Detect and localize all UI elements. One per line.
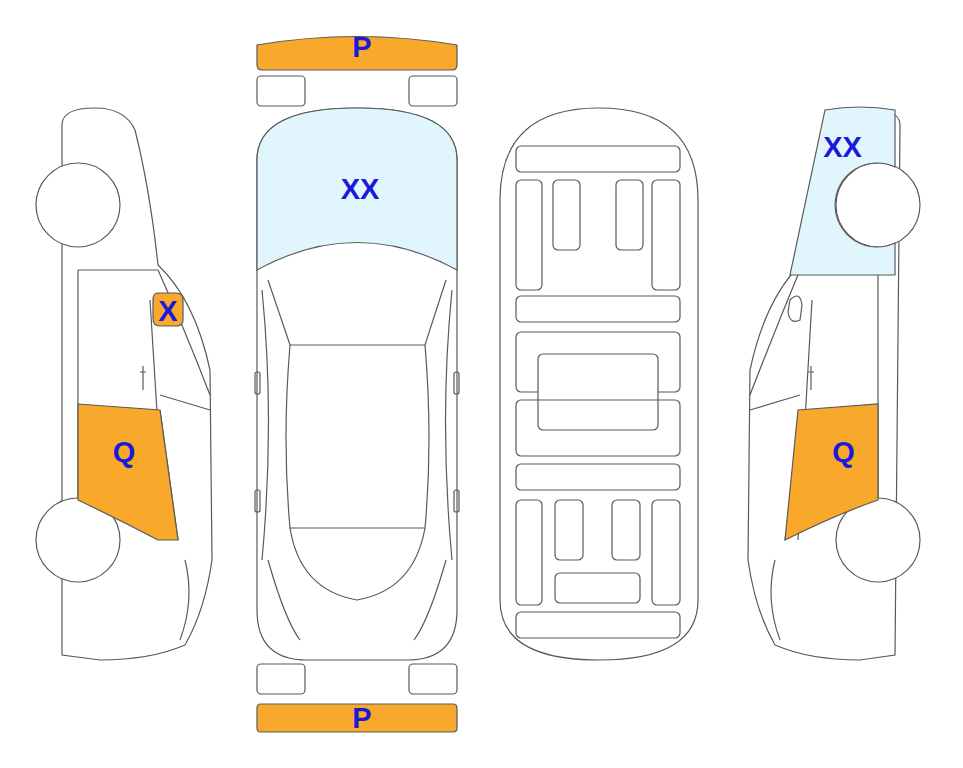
windshield-top: XX (257, 108, 457, 270)
damage-fill (785, 404, 878, 540)
front-door-left: Q (78, 404, 178, 540)
damage-fill (153, 293, 183, 326)
damage-fill (790, 107, 895, 275)
damage-fill (257, 704, 457, 732)
damage-shape (78, 404, 178, 540)
damage-code: XX (341, 175, 380, 204)
damage-shape (785, 404, 878, 540)
damage-code: X (158, 297, 177, 326)
damage-shape (790, 104, 895, 275)
damage-code: Q (113, 438, 136, 467)
damage-code: Q (832, 438, 855, 467)
damage-code: XX (823, 133, 862, 162)
damage-code: P (352, 33, 371, 62)
front-door-right: Q (785, 404, 878, 540)
damage-code: P (352, 704, 371, 733)
windshield-side: XX (790, 104, 895, 275)
damage-fill (257, 108, 457, 270)
damage-fill (78, 404, 178, 540)
rear-bumper: P (257, 704, 457, 732)
mirror-area: X (153, 293, 183, 326)
front-bumper: P (257, 30, 457, 71)
